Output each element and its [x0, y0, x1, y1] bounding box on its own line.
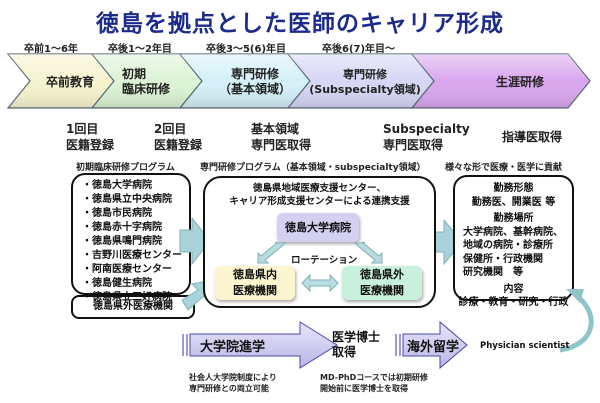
stage-label-line: 専門研修 [343, 68, 387, 81]
double-arrow-icon [353, 241, 383, 264]
curved-arrow-icon [559, 289, 594, 353]
milestone-second-registration: 2回目 医籍登録 [154, 121, 202, 153]
contribution-box: 勤務形態 勤務医、開業医 等 勤務場所 大学病院、基幹病院、 地域の病院・診療所… [453, 175, 574, 308]
hospital-item: ・徳島健生病院 [82, 278, 152, 289]
stage-lifelong: 生涯研修 [470, 75, 570, 90]
milestone-line: 2回目 [154, 122, 187, 136]
workplace-line: 大学病院、基幹病院、 [463, 226, 563, 238]
note-line: 開始前に医学博士を取得 [320, 384, 408, 393]
hospital-item: ・阿南医療センター [82, 264, 172, 275]
phd-label: 医学博士 取得 [332, 330, 380, 360]
specialty-program-title: 専門研修プログラム（基本領域・subspecialty領域） [200, 163, 426, 173]
contribution-content: 勤務形態 勤務医、開業医 等 勤務場所 大学病院、基幹病院、 地域の病院・診療所… [455, 177, 572, 310]
workplace-line: 研究機関 等 [463, 267, 523, 278]
chevron-basic-specialty-shade [180, 54, 310, 108]
stage-label-line: （基本領域） [218, 82, 291, 96]
milestone-instructor: 指導医取得 [502, 129, 562, 145]
stage-label-line: 初期 [122, 67, 147, 81]
chevron-subspecialty-shade [288, 54, 434, 108]
phd-line: 医学博士 [332, 330, 381, 344]
year-label-sub: 卒後6(7)年目～ [322, 44, 396, 55]
year-label-initial: 卒後1～2年目 [108, 44, 172, 55]
phd-line: 取得 [332, 345, 357, 359]
node-line: 医療機関 [360, 284, 404, 297]
hospital-item: ・徳島県立三好病院 [82, 292, 172, 303]
support-line: キャリア形成支援センターによる連携支援 [229, 196, 410, 207]
node-inside-prefecture: 徳島県内 医療機関 [215, 266, 295, 300]
phd-note: MD-PhDコースでは初期研修 開始前に医学博士を取得 [320, 372, 428, 394]
double-arrow-icon [257, 241, 287, 264]
node-tokushima-university-hospital: 徳島大学病院 [277, 213, 359, 242]
milestone-line: 指導医取得 [502, 130, 563, 144]
stage-label-line: 生涯研修 [495, 75, 544, 89]
milestone-line: 専門医取得 [383, 138, 444, 152]
support-line: 徳島県地域医療支援センター、 [253, 183, 386, 194]
year-label-pre: 卒前1～6年 [24, 44, 78, 55]
milestone-line: 1回目 [66, 122, 99, 136]
bottom-arrows [182, 320, 468, 370]
grad-note: 社会人大学院制度により 専門研修との両立可能 [189, 372, 277, 394]
stage-subspecialty: 専門研修 (Subspecialty領域) [295, 67, 435, 97]
hospital-item: ・吉野川医療センター [82, 250, 182, 261]
double-arrow-icon [301, 273, 339, 293]
stage-basic-specialty: 専門研修 （基本領域） [200, 67, 310, 97]
stage-label-line: (Subspecialty領域) [309, 83, 421, 96]
workplace-label: 勤務場所 [493, 213, 534, 224]
rotation-label: ローテーション [291, 255, 358, 266]
chevron-pre-education-shade [8, 54, 114, 108]
rotation-arrows [257, 241, 383, 293]
hospital-item: ・徳島市民病院 [82, 208, 152, 219]
node-line: 徳島県内 [233, 268, 277, 281]
abroad-label: 海外留学 [407, 340, 460, 355]
stage-label-line: 卒前教育 [45, 75, 94, 89]
chevron-initial-training-shade [92, 54, 202, 108]
note-line: 社会人大学院制度により [189, 373, 277, 382]
note-line: 専門研修との両立可能 [189, 384, 269, 393]
milestone-basic-specialist: 基本領域 専門医取得 [251, 121, 311, 153]
workplace-line: 保健所・行政機関 [463, 253, 543, 265]
career-timeline [6, 53, 591, 109]
content-label: 内容 [503, 283, 524, 295]
milestone-line: 医籍登録 [66, 138, 115, 152]
contribution-title: 様々な形で医療・医学に貢献 [445, 163, 563, 173]
hospital-item: ・徳島県鳴門病院 [82, 236, 162, 247]
hospital-item: ・徳島赤十字病院 [82, 222, 162, 233]
right-arrow-icon [179, 218, 211, 266]
stage-label-line: 臨床研修 [122, 82, 171, 96]
stage-label-line: 専門研修 [230, 67, 279, 81]
hospital-item: ・徳島県立中央病院 [82, 194, 172, 205]
grad-school-arrow [189, 321, 338, 369]
node-line: 徳島県外 [360, 268, 404, 281]
node-outside-prefecture: 徳島県外 医療機関 [342, 266, 422, 300]
work-style-value: 勤務医、開業医 等 [471, 196, 556, 208]
physician-scientist-label: Physician scientist [480, 341, 570, 351]
milestone-subspecialty-specialist: Subspecialty 専門医取得 [383, 121, 470, 153]
note-line: MD-PhDコースでは初期研修 [320, 373, 428, 382]
hospital-item: ・徳島大学病院 [82, 180, 152, 191]
outside-prefecture-box: 徳島県外医療機関 [71, 295, 195, 319]
content-value: 診療・教育・研究・行政 [458, 297, 569, 308]
milestone-line: Subspecialty [383, 122, 470, 136]
node-line: 医療機関 [233, 284, 277, 297]
chevron-lifelong-shade [412, 54, 590, 108]
workplace-line: 地域の病院・診療所 [463, 240, 553, 251]
abroad-arrow [402, 320, 468, 370]
milestone-line: 医籍登録 [154, 138, 203, 152]
work-style-label: 勤務形態 [493, 183, 534, 194]
support-text: 徳島県地域医療支援センター、 キャリア形成支援センターによる連携支援 [205, 182, 434, 208]
milestone-first-registration: 1回目 医籍登録 [66, 121, 114, 153]
initial-program-box: ・徳島大学病院・徳島県立中央病院・徳島市民病院・徳島赤十字病院・徳島県鳴門病院・… [71, 173, 191, 303]
stage-pre-education: 卒前教育 [30, 75, 110, 90]
milestone-line: 基本領域 [251, 122, 300, 136]
hospital-list: ・徳島大学病院・徳島県立中央病院・徳島市民病院・徳島赤十字病院・徳島県鳴門病院・… [73, 175, 189, 305]
year-label-basic: 卒後3～5(6)年目 [206, 44, 287, 55]
initial-program-title: 初期臨床研修プログラム [76, 163, 175, 173]
milestone-line: 専門医取得 [251, 138, 312, 152]
page-title: 徳島を拠点とした医師のキャリア形成 [96, 11, 504, 37]
stage-initial-training: 初期 臨床研修 [112, 67, 202, 97]
grad-school-label: 大学院進学 [200, 340, 266, 355]
